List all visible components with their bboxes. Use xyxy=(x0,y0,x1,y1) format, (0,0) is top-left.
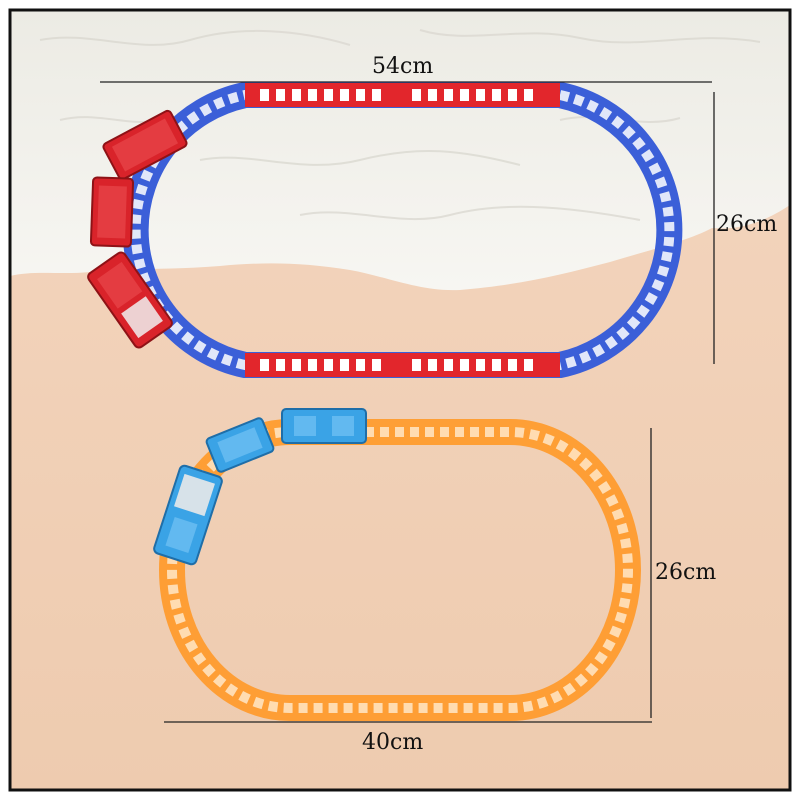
image-frame-border xyxy=(8,8,792,792)
red-straight-ties-bottom xyxy=(260,359,533,371)
red-toy-train xyxy=(87,109,188,349)
dimension-lines xyxy=(100,81,715,723)
blue-toy-train xyxy=(153,408,367,566)
red-straight-ties-top xyxy=(260,89,533,101)
top-oval-track xyxy=(122,82,683,378)
bottom-track-height-label: 26cm xyxy=(655,560,717,585)
top-track-height-label: 26cm xyxy=(716,212,778,237)
sea-foam xyxy=(10,10,790,291)
top-track-width-label: 54cm xyxy=(372,54,434,79)
bottom-track-width-label: 40cm xyxy=(362,730,424,755)
